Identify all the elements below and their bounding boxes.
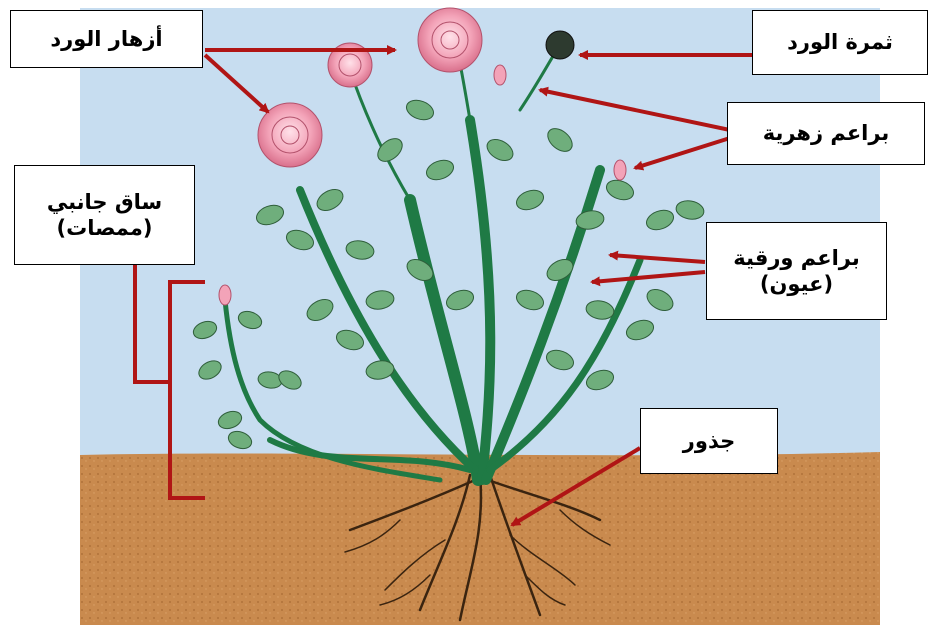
label-rose-fruit-text: ثمرة الورد <box>787 29 893 55</box>
label-roots-text: جذور <box>683 428 735 454</box>
label-leaf-buds-line2: (عيون) <box>760 271 833 297</box>
label-leaf-buds-line1: براعم ورقية <box>733 245 859 271</box>
label-side-stem-line1: ساق جانبي <box>47 189 162 215</box>
label-flower-buds-text: براعم زهرية <box>763 120 890 146</box>
label-rose-flowers-text: أزهار الورد <box>50 26 162 52</box>
label-rose-flowers: أزهار الورد <box>10 10 203 68</box>
label-roots: جذور <box>640 408 778 474</box>
label-side-stem-line2: (ممصات) <box>57 215 153 241</box>
rose-hip <box>546 31 574 59</box>
label-side-stem: ساق جانبي (ممصات) <box>14 165 195 265</box>
label-leaf-buds: براعم ورقية (عيون) <box>706 222 887 320</box>
label-flower-buds: براعم زهرية <box>727 102 925 165</box>
label-rose-fruit: ثمرة الورد <box>752 10 928 75</box>
